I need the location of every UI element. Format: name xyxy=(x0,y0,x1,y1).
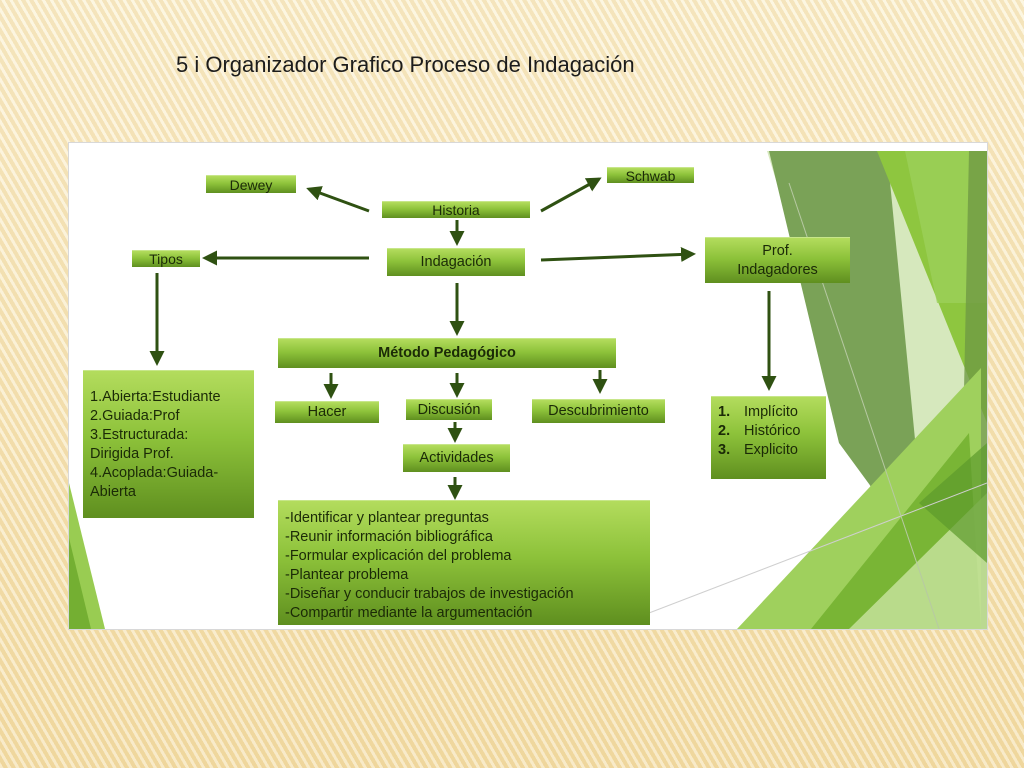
box-tipos: Tipos xyxy=(132,250,200,267)
box-historia: Historia xyxy=(382,201,530,218)
box-tipos-list: 1.Abierta:Estudiante 2.Guiada:Prof 3.Est… xyxy=(83,370,254,518)
box-prof-indagadores: Prof. Indagadores xyxy=(705,237,850,283)
box-actividades-list: -Identificar y plantear preguntas -Reuni… xyxy=(278,500,650,625)
actividades-item: -Plantear problema xyxy=(285,567,409,583)
box-indagadores-list: 1.Implícito 2.Histórico 3.Explicito xyxy=(711,396,826,479)
arrow-historia-schwab xyxy=(540,177,602,213)
box-discusion: Discusión xyxy=(406,399,492,420)
organizer-diagram: Dewey Schwab Historia Tipos Indagación P… xyxy=(68,142,988,630)
tipos-item: Abierta xyxy=(90,484,136,500)
prof-label-line1: Prof. xyxy=(762,242,793,259)
tipos-item: Dirigida Prof. xyxy=(90,446,174,462)
indagadores-item: 2.Histórico xyxy=(718,423,801,439)
tipos-item: 4.Acoplada:Guiada- xyxy=(90,465,219,481)
indagadores-item: 1.Implícito xyxy=(718,404,798,420)
actividades-item: -Reunir información bibliográfica xyxy=(285,529,493,545)
box-metodo-pedagogico: Método Pedagógico xyxy=(278,338,616,368)
arrow-historia-dewey xyxy=(306,186,370,213)
indagadores-item: 3.Explicito xyxy=(718,442,798,458)
actividades-item: -Identificar y plantear preguntas xyxy=(285,510,489,526)
box-dewey: Dewey xyxy=(206,175,296,193)
actividades-item: -Compartir mediante la argumentación xyxy=(285,605,533,621)
box-actividades: Actividades xyxy=(403,444,510,472)
tipos-item: 2.Guiada:Prof xyxy=(90,408,180,424)
tipos-item: 1.Abierta:Estudiante xyxy=(90,389,221,405)
connector-arrows xyxy=(149,177,777,500)
prof-label-line2: Indagadores xyxy=(737,261,818,278)
box-hacer: Hacer xyxy=(275,401,379,423)
box-indagacion: Indagación xyxy=(387,248,525,276)
box-schwab: Schwab xyxy=(607,167,694,183)
actividades-item: -Formular explicación del problema xyxy=(285,548,512,564)
slide-title: 5 i Organizador Grafico Proceso de Indag… xyxy=(176,52,635,77)
arrow-indagacion-prof xyxy=(540,246,696,262)
actividades-item: -Diseñar y conducir trabajos de investig… xyxy=(285,586,574,602)
tipos-item: 3.Estructurada: xyxy=(90,427,189,443)
indagadores-list: 1.Implícito 2.Histórico 3.Explicito xyxy=(718,403,800,460)
box-descubrimiento: Descubrimiento xyxy=(532,399,665,423)
